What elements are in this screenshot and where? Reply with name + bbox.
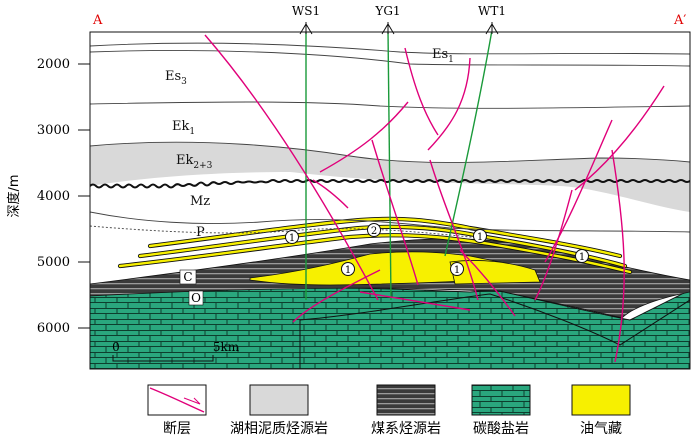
well-trace-yg1 <box>387 32 392 301</box>
depth-axis: 2000 3000 4000 5000 6000 深度/m <box>6 57 90 336</box>
stratum-label-mz: Mz <box>190 194 210 209</box>
reservoir-marker: 1 <box>473 229 487 243</box>
well-label-ws1: WS1 <box>292 4 320 18</box>
reservoir-marker: 1 <box>450 262 464 276</box>
well-symbol-ws1 <box>299 22 313 35</box>
carbonate-lower-wedge <box>299 293 690 369</box>
stratum-label-es3: Es3 <box>165 69 187 87</box>
section-frame <box>89 31 691 370</box>
svg-text:5km: 5km <box>213 340 240 354</box>
svg-text:湖相泥质烃源岩: 湖相泥质烃源岩 <box>230 421 328 437</box>
reservoir-marker: 2 <box>367 223 381 237</box>
depth-tick-2000: 2000 <box>37 57 70 72</box>
reservoir-marker: 1 <box>285 230 299 244</box>
depth-tick-5000: 5000 <box>37 255 70 270</box>
stratum-label-o: O <box>188 290 204 306</box>
legend-item-lacustrine: 湖相泥质烃源岩 <box>230 384 328 437</box>
reservoir-marker: 1 <box>341 262 355 276</box>
svg-text:断层: 断层 <box>163 421 191 437</box>
reservoir-markers: 1 2 1 1 1 1 <box>285 223 589 276</box>
well-label-yg1: YG1 <box>374 4 400 18</box>
well-trace-wt1 <box>444 32 493 257</box>
stratum-label-p: P <box>196 225 205 240</box>
oil-gas-pool-right <box>449 260 541 285</box>
reservoir-marker: 1 <box>575 249 589 263</box>
permian-reservoir-layers <box>117 216 633 275</box>
depth-tick-3000: 3000 <box>37 123 70 138</box>
depth-axis-label: 深度/m <box>6 174 22 217</box>
well-label-wt1: WT1 <box>478 4 506 18</box>
faults <box>204 34 665 363</box>
unconformity-line <box>90 179 690 189</box>
stratum-labels: Es1 Es3 Ek1 Ek2+3 Mz P <box>165 47 454 240</box>
legend-item-fault: 断层 <box>147 384 207 437</box>
section-end-left: A <box>92 13 103 28</box>
stratum-label-es1: Es1 <box>432 47 454 65</box>
legend-item-oil-gas: 油气藏 <box>571 384 631 437</box>
svg-text:1: 1 <box>477 232 483 243</box>
svg-text:1: 1 <box>345 265 351 276</box>
depth-tick-6000: 6000 <box>37 321 70 336</box>
depth-tick-4000: 4000 <box>37 189 70 204</box>
svg-text:1: 1 <box>289 233 295 244</box>
svg-text:碳酸盐岩: 碳酸盐岩 <box>473 421 529 437</box>
stratum-label-ek1: Ek1 <box>172 119 195 137</box>
svg-text:1: 1 <box>454 265 460 276</box>
svg-text:C: C <box>183 270 192 284</box>
svg-text:煤系烃源岩: 煤系烃源岩 <box>371 421 441 437</box>
well-symbol-wt1 <box>485 22 499 35</box>
svg-text:O: O <box>191 291 201 305</box>
stratum-label-c: C <box>179 269 197 285</box>
horizon-lines <box>90 42 690 239</box>
legend-item-carbonate: 碳酸盐岩 <box>471 384 531 437</box>
legend-item-coal: 煤系烃源岩 <box>371 384 441 437</box>
svg-text:1: 1 <box>579 252 585 263</box>
stratum-label-ek23: Ek2+3 <box>176 153 213 171</box>
well-traces <box>305 32 493 301</box>
section-end-right: A′ <box>673 13 686 28</box>
svg-text:0: 0 <box>112 340 120 354</box>
scale-bar: 0 5km <box>112 340 240 362</box>
svg-text:2: 2 <box>371 226 377 237</box>
well-headers <box>299 22 499 35</box>
legend: 断层 湖相泥质烃源岩 煤系烃源岩 碳酸盐岩 油气藏 <box>147 384 631 437</box>
svg-text:油气藏: 油气藏 <box>580 421 622 437</box>
well-symbol-yg1 <box>381 22 395 35</box>
